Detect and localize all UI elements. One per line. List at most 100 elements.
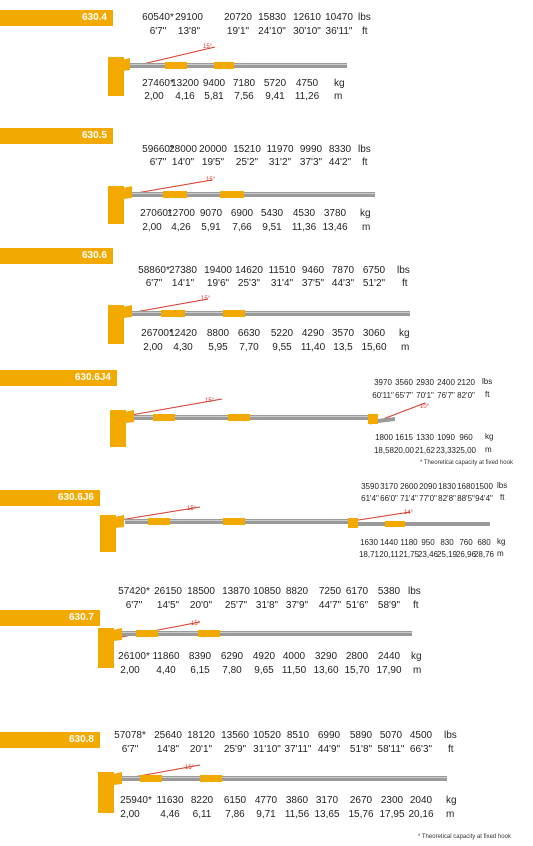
- value: 61'4": [361, 494, 379, 503]
- boom-accent: [148, 518, 170, 525]
- value: 37'5": [301, 278, 325, 289]
- value: 2,00: [143, 342, 163, 353]
- value: 3170: [380, 482, 398, 491]
- value: 2090: [419, 482, 437, 491]
- value: 37'11": [284, 744, 312, 755]
- value: 6290: [220, 651, 244, 662]
- value: 6'7": [149, 26, 167, 37]
- value: 4,26: [171, 222, 191, 233]
- value: 4750: [295, 78, 319, 89]
- value: 27060*: [140, 208, 172, 219]
- value: 6,11: [192, 809, 212, 820]
- value: 20'0": [189, 600, 213, 611]
- model-tab: 630.6J4: [0, 370, 117, 386]
- value: 8330: [328, 144, 352, 155]
- value: 4,40: [156, 665, 176, 676]
- boom-accent: [136, 630, 158, 637]
- m-unit: m: [401, 342, 410, 353]
- value: 9400: [202, 78, 226, 89]
- lbs-unit: lbs: [497, 481, 508, 490]
- value: 25'2": [235, 157, 259, 168]
- value: 8820: [285, 586, 309, 597]
- angle-label: 15°: [191, 621, 201, 627]
- value: 13'8": [177, 26, 201, 37]
- value: 1180: [400, 538, 418, 547]
- value: 1615: [395, 433, 413, 442]
- value: 58'9": [377, 600, 401, 611]
- value: 13870: [222, 586, 250, 597]
- kg-unit: kg: [446, 795, 457, 806]
- crane-arm: [104, 772, 122, 786]
- value: 17,90: [376, 665, 402, 676]
- kg-unit: kg: [497, 537, 506, 546]
- angle-label: 15°: [205, 398, 215, 404]
- value: 7250: [318, 586, 342, 597]
- value: 26700*: [141, 328, 173, 339]
- value: 31'8": [255, 600, 279, 611]
- value: 65'7": [395, 391, 413, 400]
- value: 25,00: [455, 446, 477, 455]
- value: 2400: [437, 378, 455, 387]
- value: 2,00: [142, 222, 162, 233]
- boom-accent: [161, 310, 185, 317]
- crane-diagram: 15° 14°: [100, 506, 490, 552]
- boom: [112, 776, 447, 781]
- m-unit: m: [485, 445, 492, 454]
- footnote: * Theoretical capacity at fixed hook: [420, 460, 513, 466]
- value: 26150: [154, 586, 182, 597]
- value: 88'5": [457, 494, 475, 503]
- value: 31'4": [270, 278, 294, 289]
- value: 25'3": [237, 278, 261, 289]
- value: 2120: [457, 378, 475, 387]
- boom-accent: [220, 191, 244, 198]
- value: 66'0": [380, 494, 398, 503]
- value: 2040: [409, 795, 433, 806]
- angle-line: [119, 398, 223, 418]
- value: 25640: [154, 730, 182, 741]
- value: 20,16: [408, 809, 434, 820]
- value: 3570: [331, 328, 355, 339]
- value: 1500: [475, 482, 493, 491]
- value: 4,16: [175, 91, 195, 102]
- value: 8220: [190, 795, 214, 806]
- m-unit: m: [413, 665, 422, 676]
- value: 19'6": [206, 278, 230, 289]
- value: 2,00: [120, 809, 140, 820]
- lbs-unit: lbs: [358, 144, 371, 155]
- value: 3170: [315, 795, 339, 806]
- value: 11630: [156, 795, 184, 806]
- value: 26100*: [118, 651, 150, 662]
- value: 27380: [169, 265, 197, 276]
- value: 7,56: [234, 91, 254, 102]
- value: 12610: [293, 12, 321, 23]
- value: 9070: [199, 208, 223, 219]
- value: 5,95: [208, 342, 228, 353]
- value: 9,41: [265, 91, 285, 102]
- value: 15210: [233, 144, 261, 155]
- boom-accent: [214, 62, 234, 69]
- crane-arm: [114, 305, 132, 319]
- value: 7,86: [225, 809, 245, 820]
- value: 24'10": [258, 26, 286, 37]
- ft-unit: ft: [500, 493, 505, 502]
- value: 82'0": [457, 391, 475, 400]
- value: 15830: [258, 12, 286, 23]
- value: 14'0": [171, 157, 195, 168]
- value: 3290: [314, 651, 338, 662]
- value: 4920: [252, 651, 276, 662]
- value: 20720: [224, 12, 252, 23]
- value: 680: [477, 538, 491, 547]
- value: 37'9": [285, 600, 309, 611]
- value: 5380: [377, 586, 401, 597]
- value: 2,00: [144, 91, 164, 102]
- value: 6150: [223, 795, 247, 806]
- value: 11,36: [291, 222, 317, 233]
- kg-unit: kg: [334, 78, 345, 89]
- value: 15,76: [348, 809, 374, 820]
- value: 1440: [380, 538, 398, 547]
- crane-arm: [114, 58, 130, 72]
- value: 77'0": [419, 494, 437, 503]
- value: 59660*: [142, 144, 174, 155]
- value: 5,81: [204, 91, 224, 102]
- value: 19'1": [226, 26, 250, 37]
